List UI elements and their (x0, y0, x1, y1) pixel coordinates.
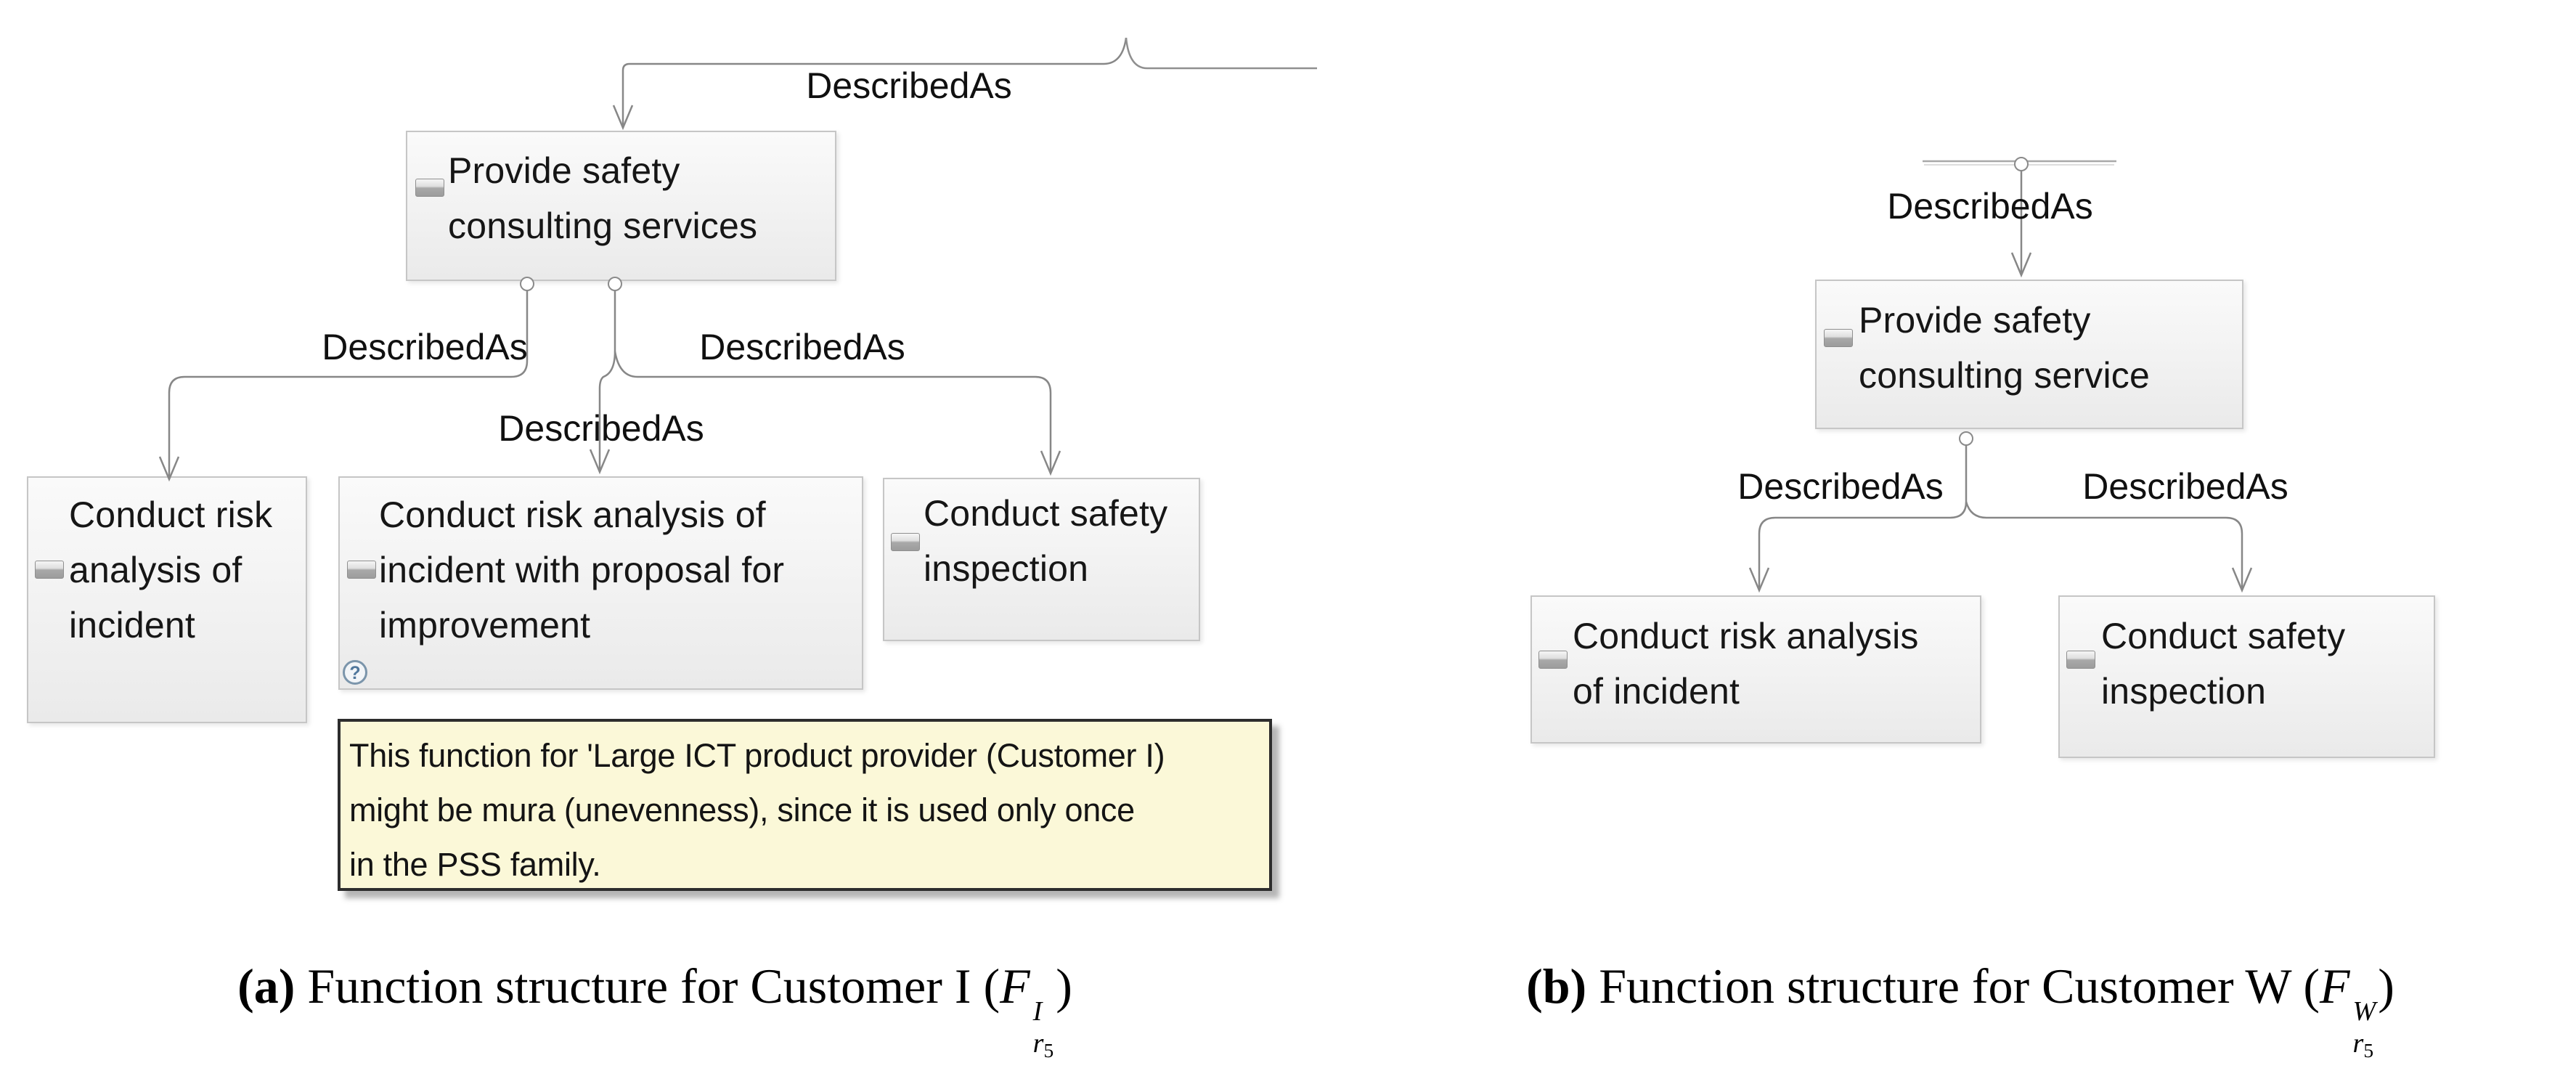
edge-label-describedas: DescribedAs (1737, 466, 1944, 507)
edge-label-describedas: DescribedAs (1887, 186, 2093, 227)
collapse-icon[interactable] (415, 179, 444, 197)
connector-a-incoming (612, 37, 1317, 131)
caption-close-paren: ) (1056, 958, 1072, 1014)
caption-subscript: r5 (1033, 1030, 1054, 1061)
function-box-line: improvement (379, 605, 591, 646)
function-box-label: Conduct risk analysis of incident with p… (340, 478, 862, 653)
tooltip-line: might be mura (unevenness), since it is … (349, 791, 1135, 828)
arrowhead-icon (612, 105, 634, 131)
function-box-label: Provide safety consulting services (407, 132, 835, 253)
connector-a-left (158, 290, 529, 482)
edge-label-describedas: DescribedAs (699, 327, 905, 367)
function-box-a-parent[interactable]: Provide safety consulting services (406, 131, 836, 281)
connection-port[interactable] (608, 277, 622, 291)
function-box-label: Conduct risk analysis of incident (28, 478, 306, 653)
connector-b-right (1965, 501, 2253, 593)
arrowhead-icon (158, 456, 180, 482)
function-box-line: incident (69, 605, 195, 646)
caption-math-symbol: F (2319, 958, 2350, 1014)
caption-text: Function structure for Customer W ( (1599, 958, 2320, 1014)
function-box-line: Conduct risk analysis (1573, 616, 1919, 656)
function-box-line: of incident (1573, 671, 1740, 712)
collapse-icon[interactable] (891, 533, 920, 551)
edge-label-describedas: DescribedAs (498, 408, 704, 449)
caption-subscript-base: r (1032, 1027, 1044, 1059)
connector-a-right (614, 351, 1061, 476)
edge-label-describedas: DescribedAs (2082, 466, 2288, 507)
caption-subscript-index: 5 (1043, 1039, 1054, 1062)
collapse-icon[interactable] (347, 561, 376, 579)
caption-tag: (a) (237, 958, 295, 1014)
function-box-line: Conduct safety (2101, 616, 2346, 656)
function-box-a-child-safety-inspection[interactable]: Conduct safety inspection (883, 478, 1200, 641)
edge-label-describedas: DescribedAs (806, 65, 1012, 106)
caption-math-symbol: F (1000, 958, 1030, 1014)
arrowhead-icon (1040, 450, 1061, 476)
function-box-line: Provide safety (1859, 300, 2091, 341)
connection-port[interactable] (1959, 431, 1973, 446)
collapse-icon[interactable] (1824, 329, 1853, 347)
function-box-label: Provide safety consulting service (1817, 281, 2242, 403)
caption-close-paren: ) (2378, 958, 2394, 1014)
caption-b: (b) Function structure for Customer W (F… (1526, 958, 2394, 1061)
function-box-b-child-safety-inspection[interactable]: Conduct safety inspection (2058, 595, 2435, 758)
help-icon[interactable]: ? (343, 660, 367, 685)
tooltip-note: This function for 'Large ICT product pro… (338, 719, 1272, 891)
function-box-line: Conduct risk (69, 494, 273, 535)
caption-subscript-index: 5 (2363, 1039, 2374, 1062)
function-box-line: inspection (2101, 671, 2267, 712)
function-box-b-parent[interactable]: Provide safety consulting service (1815, 280, 2243, 429)
function-box-label: Conduct safety inspection (884, 479, 1199, 596)
caption-tag: (b) (1526, 958, 1587, 1014)
arrowhead-icon (589, 449, 611, 475)
caption-superscript: I (1032, 995, 1043, 1027)
arrowhead-icon (1748, 567, 1770, 593)
function-box-line: Conduct safety (924, 493, 1168, 534)
function-box-line: consulting services (448, 205, 758, 246)
connector-b-left (1748, 445, 1968, 593)
connection-port[interactable] (520, 277, 534, 291)
edge-label-describedas: DescribedAs (322, 327, 528, 367)
caption-text: Function structure for Customer I ( (307, 958, 1000, 1014)
arrowhead-icon (2010, 252, 2032, 278)
collapse-icon[interactable] (2066, 651, 2095, 669)
collapse-icon[interactable] (35, 561, 64, 579)
connector-b-incoming (2010, 171, 2032, 278)
function-box-label: Conduct risk analysis of incident (1532, 597, 1980, 719)
tooltip-line: This function for 'Large ICT product pro… (349, 737, 1165, 774)
function-box-line: analysis of (69, 550, 242, 590)
function-box-b-child-risk-analysis[interactable]: Conduct risk analysis of incident (1530, 595, 1981, 744)
tooltip-line: in the PSS family. (349, 846, 601, 883)
caption-a: (a) Function structure for Customer I (F… (237, 958, 1072, 1061)
collapse-icon[interactable] (1538, 651, 1568, 669)
function-box-line: consulting service (1859, 355, 2151, 396)
caption-subscript: r5 (2353, 1030, 2374, 1061)
function-box-line: incident with proposal for (379, 550, 785, 590)
function-box-line: Provide safety (448, 150, 680, 191)
arrowhead-icon (2231, 567, 2253, 593)
caption-superscript: W (2352, 995, 2376, 1027)
function-box-line: Conduct risk analysis of (379, 494, 766, 535)
function-box-label: Conduct safety inspection (2060, 597, 2434, 719)
function-box-line: inspection (924, 548, 1089, 589)
function-box-a-child-risk-analysis[interactable]: Conduct risk analysis of incident (27, 476, 307, 723)
connector-a-middle (589, 290, 616, 475)
function-box-a-child-risk-analysis-proposal[interactable]: Conduct risk analysis of incident with p… (338, 476, 863, 690)
connection-port[interactable] (2014, 157, 2029, 171)
caption-subscript-base: r (2352, 1027, 2364, 1059)
